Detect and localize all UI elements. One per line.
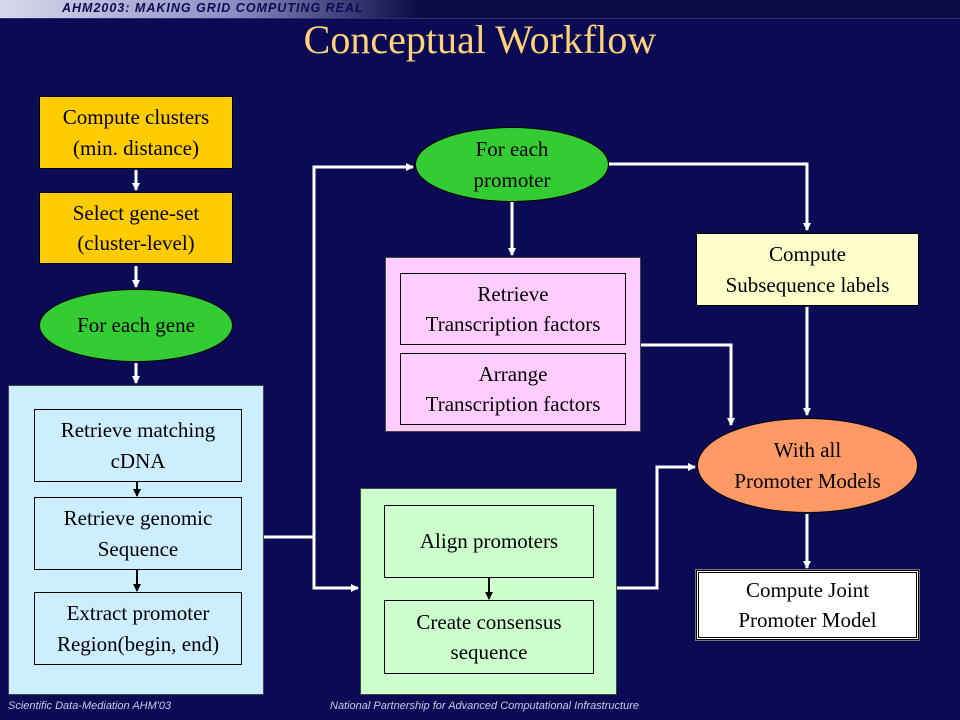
node-retrieve-cdna-label: Retrieve matching cDNA [60, 418, 216, 473]
node-for-each-promoter-label: For each promoter [473, 137, 551, 192]
arrow-align-to-with-all [617, 463, 696, 590]
node-with-all-promoter-models: With all Promoter Models [697, 418, 918, 513]
arrow-panel-to-align [312, 537, 359, 592]
arrow-panel-to-for-each-promoter [264, 163, 414, 539]
node-for-each-gene: For each gene [39, 289, 233, 362]
panel-consensus: Align promoters Create consensus sequenc… [360, 488, 617, 695]
node-retrieve-tf-label: Retrieve Transcription factors [425, 281, 601, 336]
node-compute-joint-model-label: Compute Joint Promoter Model [738, 577, 877, 632]
node-retrieve-genomic: Retrieve genomic Sequence [34, 497, 242, 570]
panel-transcription-factors: Retrieve Transcription factors Arrange T… [385, 257, 641, 432]
node-extract-promoter: Extract promoter Region(begin, end) [34, 592, 242, 665]
node-select-gene-set: Select gene-set (cluster-level) [39, 192, 233, 264]
header-brand: AHM2003: MAKING GRID COMPUTING REAL [0, 0, 420, 18]
node-align-promoters-label: Align promoters [419, 529, 559, 554]
header-bar: AHM2003: MAKING GRID COMPUTING REAL [0, 0, 960, 19]
arrow-tf-to-with-all [641, 343, 735, 426]
footer-left: Scientific Data-Mediation AHM'03 [8, 700, 172, 712]
node-select-gene-set-label: Select gene-set (cluster-level) [72, 200, 200, 255]
node-arrange-tf-label: Arrange Transcription factors [425, 361, 601, 416]
node-extract-promoter-label: Extract promoter Region(begin, end) [56, 601, 220, 656]
node-align-promoters: Align promoters [384, 505, 594, 578]
footer-right: National Partnership for Advanced Comput… [330, 700, 639, 712]
node-with-all-promoter-models-label: With all Promoter Models [734, 438, 881, 493]
node-create-consensus-label: Create consensus sequence [416, 609, 562, 664]
node-compute-subsequence: Compute Subsequence labels [696, 233, 919, 306]
node-arrange-tf: Arrange Transcription factors [400, 353, 626, 425]
header-brand-text: AHM2003: MAKING GRID COMPUTING REAL [62, 1, 364, 15]
node-compute-clusters: Compute clusters (min. distance) [39, 96, 233, 169]
node-compute-joint-model: Compute Joint Promoter Model [695, 569, 920, 641]
node-compute-subsequence-label: Compute Subsequence labels [725, 242, 890, 297]
node-retrieve-tf: Retrieve Transcription factors [400, 273, 626, 345]
panel-gene-retrieval-arrows [133, 482, 141, 592]
node-compute-clusters-label: Compute clusters (min. distance) [62, 105, 210, 160]
node-retrieve-genomic-label: Retrieve genomic Sequence [63, 506, 213, 561]
arrow-promoter-to-subsequence [609, 162, 811, 231]
node-for-each-gene-label: For each gene [77, 313, 195, 338]
node-retrieve-cdna: Retrieve matching cDNA [34, 409, 242, 482]
node-for-each-promoter: For each promoter [415, 127, 609, 202]
panel-gene-retrieval: Retrieve matching cDNA Retrieve genomic … [8, 385, 264, 695]
panel-consensus-arrows [485, 578, 493, 600]
slide-title: Conceptual Workflow [303, 17, 657, 62]
node-create-consensus: Create consensus sequence [384, 600, 594, 674]
